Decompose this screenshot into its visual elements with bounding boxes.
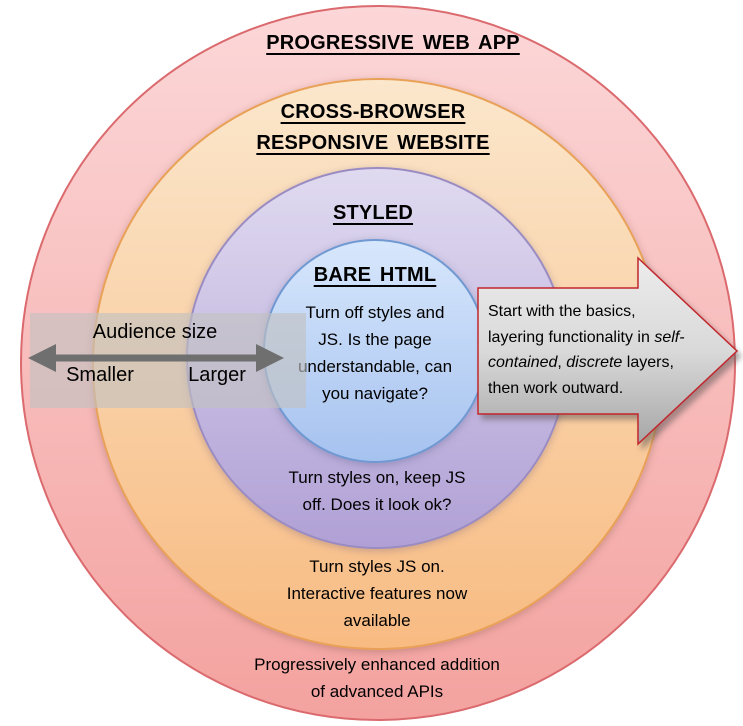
outward-arrow-note-part1: Start with the basics, layering function… (488, 303, 650, 346)
audience-smaller-label: Smaller (66, 364, 134, 386)
outward-arrow-note-italic1: self- contained (488, 328, 685, 372)
outward-arrow-note-part3: layers, then work outward. (488, 354, 674, 397)
ring-note-styled: Turn styles on, keep JS off. Does it loo… (288, 468, 466, 514)
outward-arrow-icon (477, 256, 739, 446)
outward-arrow-note: Start with the basics, layering function… (488, 299, 723, 401)
ring-note-progressive-web-app: Progressively enhanced addition of advan… (254, 655, 500, 701)
ring-note-bare-html: Turn off styles and JS. Is the page unde… (297, 303, 453, 403)
ring-title-bare-html: BARE HTML (313, 264, 437, 286)
audience-size-label: Audience size (92, 321, 218, 343)
ring-title-styled: STYLED (332, 202, 414, 224)
outward-arrow-note-part2: , (557, 354, 567, 371)
ring-note-cross-browser-responsive-website: Turn styles JS on. Interactive features … (286, 557, 468, 630)
ring-title-progressive-web-app: PROGRESSIVE WEB APP (266, 32, 520, 54)
audience-double-arrow-icon (28, 344, 284, 372)
ring-title-cross-browser-responsive-website: CROSS-BROWSER RESPONSIVE WEBSITE (256, 101, 490, 154)
outward-arrow-note-italic2: discrete (566, 354, 623, 371)
audience-larger-label: Larger (188, 364, 246, 386)
